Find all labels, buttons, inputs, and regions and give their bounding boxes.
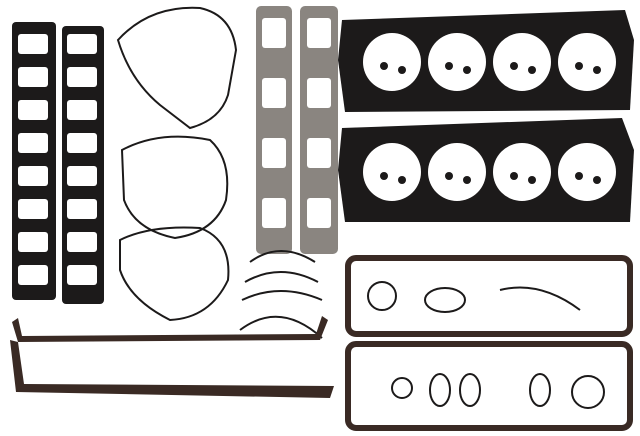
cylinder-head-gasket-upper — [338, 10, 634, 112]
exhaust-port-hole — [262, 18, 286, 48]
intake-port-hole — [18, 166, 48, 186]
exhaust-port-hole — [307, 198, 331, 228]
intake-port-hole — [18, 232, 48, 252]
exhaust-port-hole — [307, 138, 331, 168]
cylinder-bore — [428, 33, 486, 91]
intake-port-hole — [18, 100, 48, 120]
exhaust-port-hole — [262, 138, 286, 168]
intake-port-hole — [67, 67, 97, 87]
oil-pan-gasket-lower — [10, 340, 334, 398]
intake-port-hole — [67, 100, 97, 120]
exhaust-port-hole — [262, 78, 286, 108]
exhaust-manifold-gasket-left — [256, 6, 292, 254]
timing-cover-gasket — [116, 6, 238, 130]
oil-pan-gasket-upper — [12, 316, 328, 342]
water-jacket-hole — [510, 62, 518, 70]
water-jacket-hole — [463, 176, 471, 184]
water-jacket-hole — [398, 66, 406, 74]
intake-port-hole — [67, 34, 97, 54]
water-jacket-hole — [593, 66, 601, 74]
rear-main-seal — [239, 250, 323, 339]
intake-port-hole — [67, 199, 97, 219]
water-jacket-hole — [510, 172, 518, 180]
valve-cover-gasket-upper — [345, 255, 633, 337]
water-pump-gasket-upper — [120, 135, 229, 240]
cylinder-bore — [363, 143, 421, 201]
intake-port-hole — [67, 166, 97, 186]
intake-manifold-gasket-right — [62, 26, 104, 304]
water-jacket-hole — [575, 172, 583, 180]
water-jacket-hole — [528, 176, 536, 184]
exhaust-port-hole — [262, 198, 286, 228]
water-jacket-hole — [593, 176, 601, 184]
water-jacket-hole — [445, 172, 453, 180]
exhaust-manifold-gasket-right — [300, 6, 338, 254]
valve-cover-gasket-lower — [345, 341, 633, 431]
cylinder-bore — [363, 33, 421, 91]
intake-port-hole — [18, 199, 48, 219]
water-jacket-hole — [380, 62, 388, 70]
intake-port-hole — [67, 133, 97, 153]
intake-port-hole — [67, 265, 97, 285]
exhaust-port-hole — [307, 78, 331, 108]
intake-port-hole — [18, 67, 48, 87]
water-pump-gasket-lower — [119, 226, 230, 322]
water-jacket-hole — [445, 62, 453, 70]
intake-port-hole — [18, 265, 48, 285]
water-jacket-hole — [463, 66, 471, 74]
cylinder-bore — [558, 143, 616, 201]
intake-port-hole — [67, 232, 97, 252]
intake-port-hole — [18, 34, 48, 54]
water-jacket-hole — [398, 176, 406, 184]
water-jacket-hole — [528, 66, 536, 74]
cylinder-bore — [493, 143, 551, 201]
cylinder-head-gasket-lower — [338, 118, 634, 222]
cylinder-bore — [428, 143, 486, 201]
cylinder-bore — [558, 33, 616, 91]
cylinder-bore — [493, 33, 551, 91]
water-jacket-hole — [380, 172, 388, 180]
intake-manifold-gasket-left — [12, 22, 56, 300]
intake-port-hole — [18, 133, 48, 153]
exhaust-port-hole — [307, 18, 331, 48]
water-jacket-hole — [575, 62, 583, 70]
